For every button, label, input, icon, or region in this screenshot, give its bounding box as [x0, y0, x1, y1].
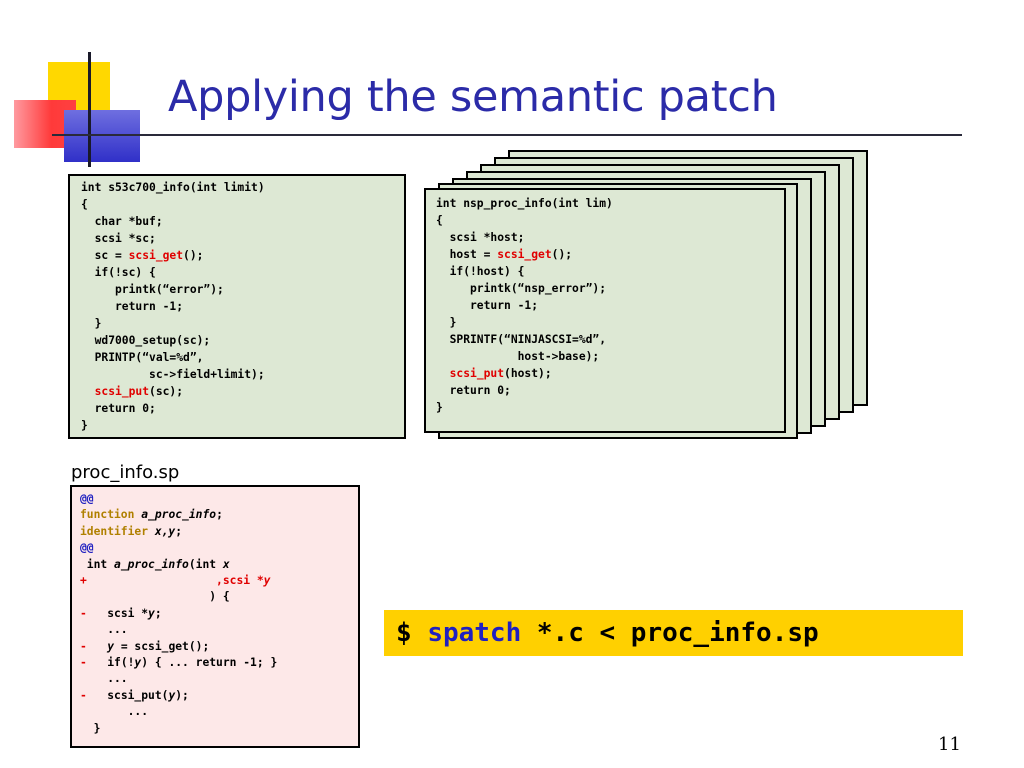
sp-l-if: if(!: [86, 656, 135, 670]
sp-var-y: y: [168, 688, 176, 702]
sp-sig-x: x: [222, 557, 230, 571]
code-line: char *buf;: [81, 215, 163, 228]
sp-sig-pre: int: [80, 557, 115, 571]
page-number: 11: [938, 734, 961, 755]
code-nsp: int nsp_proc_info(int lim){ scsi *host; …: [436, 195, 784, 416]
code-line: int nsp_proc_info(int lim): [436, 197, 613, 210]
code-line: scsi *host;: [436, 231, 525, 244]
code-line: }: [81, 317, 102, 330]
sp-l-get: = scsi_get();: [114, 639, 210, 653]
sp-dots: ...: [80, 705, 149, 719]
code-line: return 0;: [81, 402, 156, 415]
slide-title: Applying the semantic patch: [168, 72, 778, 122]
code-line: scsi_put(sc);: [81, 383, 404, 400]
sp-l-if-rest: ) { ... return -1; }: [141, 656, 278, 670]
sp-add-text: ,scsi *: [216, 574, 264, 588]
code-line: host->base);: [436, 350, 600, 363]
sp-minus: -: [80, 688, 87, 702]
sp-identifiers: x,y: [154, 524, 176, 538]
code-line: scsi *sc;: [81, 232, 156, 245]
command-prompt: $: [396, 618, 428, 648]
code-line: return -1;: [81, 300, 184, 313]
code-line: }: [81, 419, 88, 432]
sp-l-put: scsi_put(: [86, 688, 169, 702]
highlighted-call: scsi_get: [497, 248, 552, 261]
code-segment: [436, 367, 450, 380]
code-line: if(!host) {: [436, 265, 525, 278]
code-line: {: [81, 198, 88, 211]
sp-function-name: a_proc_info: [141, 508, 217, 522]
highlighted-call: scsi_get: [128, 249, 184, 262]
code-line: host = scsi_get();: [436, 246, 784, 263]
sp-semicolon: ;: [154, 606, 162, 620]
sp-add-y: y: [263, 574, 271, 588]
sp-minus: -: [80, 606, 87, 620]
code-line: scsi_put(host);: [436, 365, 784, 382]
code-line: sc = scsi_get();: [81, 247, 404, 264]
code-line: SPRINTF(“NINJASCSI=%d”,: [436, 333, 607, 346]
sp-add-line: + ,scsi *y: [80, 574, 270, 587]
sp-l-scsi: scsi *: [86, 606, 149, 620]
sp-identifier-kw: identifier: [80, 524, 149, 538]
code-segment: (host);: [504, 367, 552, 380]
semantic-patch-box: @@ function a_proc_info; identifier x,y;…: [70, 485, 360, 748]
code-segment: [81, 385, 95, 398]
code-line: if(!sc) {: [81, 266, 156, 279]
sp-plus: +: [80, 574, 87, 588]
code-line: return -1;: [436, 299, 539, 312]
command-tool: spatch: [427, 618, 522, 648]
sp-minus: -: [80, 639, 87, 653]
sp-dots: ...: [80, 623, 128, 637]
sp-var-y: y: [148, 606, 155, 620]
sp-at: @@: [80, 492, 94, 505]
logo-blue-square: [64, 110, 140, 162]
sp-close-brace: }: [80, 721, 101, 735]
code-line: {: [436, 214, 443, 227]
semantic-patch-filename: proc_info.sp: [71, 462, 180, 483]
sp-var-y: y: [134, 656, 142, 670]
code-segment: ();: [551, 248, 573, 261]
sp-sig-mid: (int: [188, 557, 223, 571]
code-s53c700: int s53c700_info(int limit){ char *buf; …: [81, 179, 404, 434]
code-segment: (sc);: [149, 385, 184, 398]
code-segment: ();: [183, 249, 204, 262]
sp-dots: ...: [80, 672, 128, 686]
sp-sig-fn: a_proc_info: [114, 557, 189, 571]
sp-at: @@: [80, 541, 94, 555]
code-box-s53c700: int s53c700_info(int limit){ char *buf; …: [68, 174, 406, 439]
logo-vertical-line: [88, 52, 91, 167]
highlighted-call: scsi_put: [449, 367, 505, 380]
code-line: return 0;: [436, 384, 511, 397]
code-line: PRINTP(“val=%d”,: [81, 351, 204, 364]
sp-minus: -: [80, 656, 87, 670]
semantic-patch-code: @@ function a_proc_info; identifier x,y;…: [80, 492, 278, 735]
code-line: }: [436, 401, 443, 414]
code-line: int s53c700_info(int limit): [81, 181, 265, 194]
sp-close-paren: ) {: [80, 590, 230, 604]
spatch-command: $ spatch *.c < proc_info.sp: [384, 610, 963, 656]
code-line: }: [436, 316, 457, 329]
code-segment: sc =: [81, 249, 129, 262]
sp-l-put-end: );: [175, 688, 189, 702]
title-underline: [52, 134, 962, 136]
code-segment: host =: [436, 248, 498, 261]
sp-function-kw: function: [80, 508, 135, 522]
code-line: wd7000_setup(sc);: [81, 334, 211, 347]
command-args: *.c < proc_info.sp: [521, 618, 819, 648]
code-box-nsp: int nsp_proc_info(int lim){ scsi *host; …: [424, 188, 786, 433]
code-line: printk(“error”);: [81, 283, 224, 296]
highlighted-call: scsi_put: [94, 385, 150, 398]
sp-var-y: y: [107, 639, 115, 653]
code-line: printk(“nsp_error”);: [436, 282, 607, 295]
code-line: sc->field+limit);: [81, 368, 265, 381]
